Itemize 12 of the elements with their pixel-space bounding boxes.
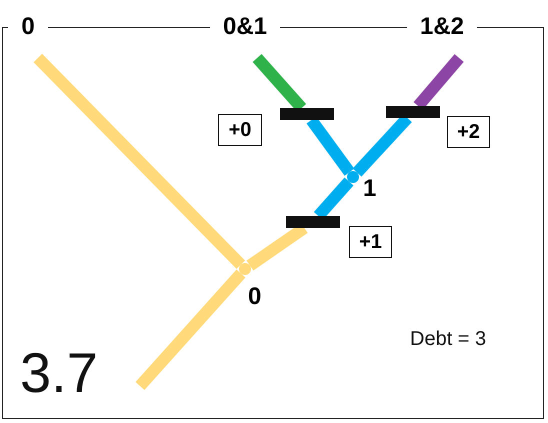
character-change-bar (286, 216, 340, 228)
tree-branch (34, 54, 246, 269)
debt-label: Debt = 3 (410, 328, 486, 351)
character-change-bar (386, 106, 440, 118)
step-count-box: +2 (447, 116, 490, 148)
character-change-bar (280, 108, 334, 120)
score-label: 3.7 (20, 340, 98, 405)
tree-branch (136, 269, 246, 390)
step-count-box: +0 (218, 114, 262, 146)
node-label: 0 (248, 283, 262, 311)
step-count-box: +1 (349, 226, 392, 258)
node-label: 1 (363, 175, 376, 203)
